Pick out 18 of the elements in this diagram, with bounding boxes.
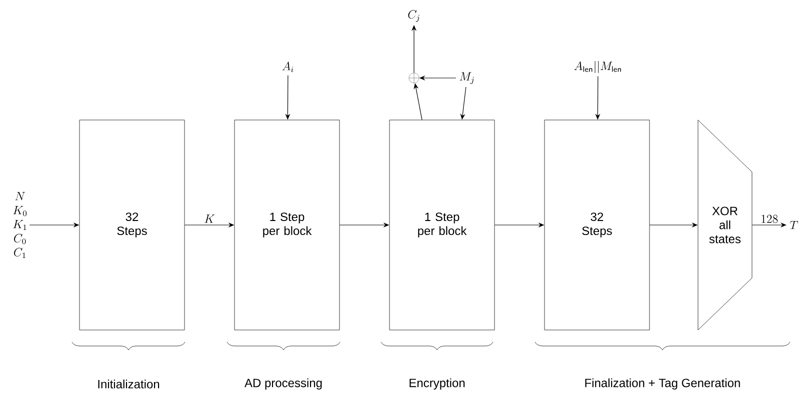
signal-label: $T$	[790, 220, 798, 230]
edge-label: $128$	[762, 214, 778, 224]
signal-label: $A_{\mathsf{len}}||M_{\mathsf{len}}$	[574, 61, 621, 73]
edge-label: $K$	[204, 214, 215, 223]
stage-label: Finalization + Tag Generation	[585, 378, 740, 390]
input-labels: $N$ $K_0$ $K_1$ $C_0$ $C_1$	[13, 192, 27, 258]
xor-symbol	[408, 72, 420, 84]
process-box: 32 Steps	[79, 120, 185, 330]
signal-label: $A_i$	[282, 62, 294, 72]
signal-label: $C_j$	[408, 10, 420, 22]
stage-label: AD processing	[244, 378, 322, 390]
stage-label: Encryption	[410, 378, 465, 390]
stage-label: Initialization	[98, 380, 160, 388]
trapezoid-block: XOR all states	[698, 120, 752, 330]
signal-label: $M_j$	[460, 72, 474, 84]
process-box: 1 Step per block	[234, 120, 340, 330]
process-box: 32 Steps	[544, 120, 650, 330]
process-box: 1 Step per block	[389, 120, 495, 330]
